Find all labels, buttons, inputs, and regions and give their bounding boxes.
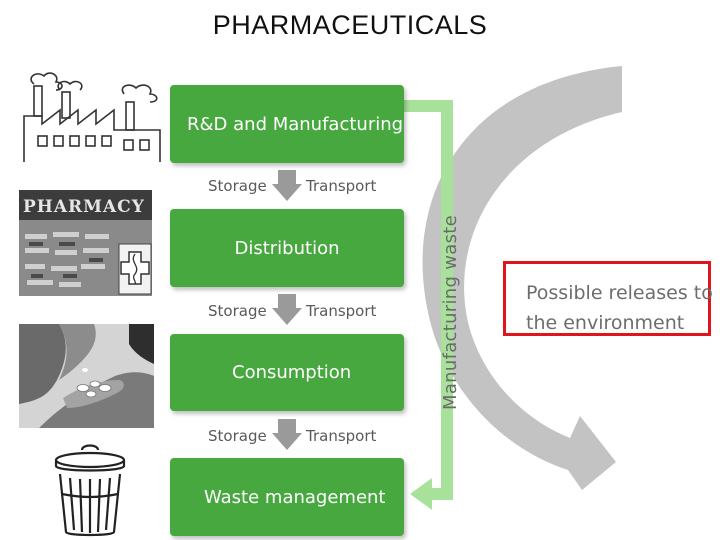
release-line-2: the environment	[526, 312, 685, 334]
stage-label: Distribution	[234, 237, 340, 259]
pharmacy-photo: PHARMACY	[19, 190, 152, 296]
connector-transport-label: Transport	[306, 427, 377, 445]
stage-label: R&D and Manufacturing	[187, 113, 404, 135]
trash-can-icon	[54, 444, 126, 537]
connector-storage-label: Storage	[208, 177, 267, 195]
environment-release-box: Possible releases to the environment	[503, 261, 713, 336]
connector-storage-label: Storage	[208, 302, 267, 320]
stage-consumption: Consumption	[170, 334, 404, 411]
connector-transport-label: Transport	[306, 177, 377, 195]
factory-icon	[23, 72, 161, 162]
hands-pills-photo	[19, 324, 154, 428]
manufacturing-waste-label: Manufacturing waste	[440, 214, 461, 410]
connector-transport-label: Transport	[306, 302, 377, 320]
stage-label: Consumption	[232, 362, 352, 383]
connector-storage-label: Storage	[208, 427, 267, 445]
stage-waste-management: Waste management	[170, 458, 404, 536]
down-arrow-icon	[272, 419, 302, 450]
stage-distribution: Distribution	[170, 209, 404, 287]
page-title: PHARMACEUTICALS	[212, 10, 488, 40]
pharmacy-sign-text: PHARMACY	[23, 197, 145, 217]
stage-label: Waste management	[204, 486, 386, 508]
release-line-1: Possible releases to	[526, 282, 713, 304]
down-arrow-icon	[272, 170, 302, 201]
down-arrow-icon	[272, 294, 302, 325]
stage-rnd-manufacturing: R&D and Manufacturing	[170, 85, 404, 163]
